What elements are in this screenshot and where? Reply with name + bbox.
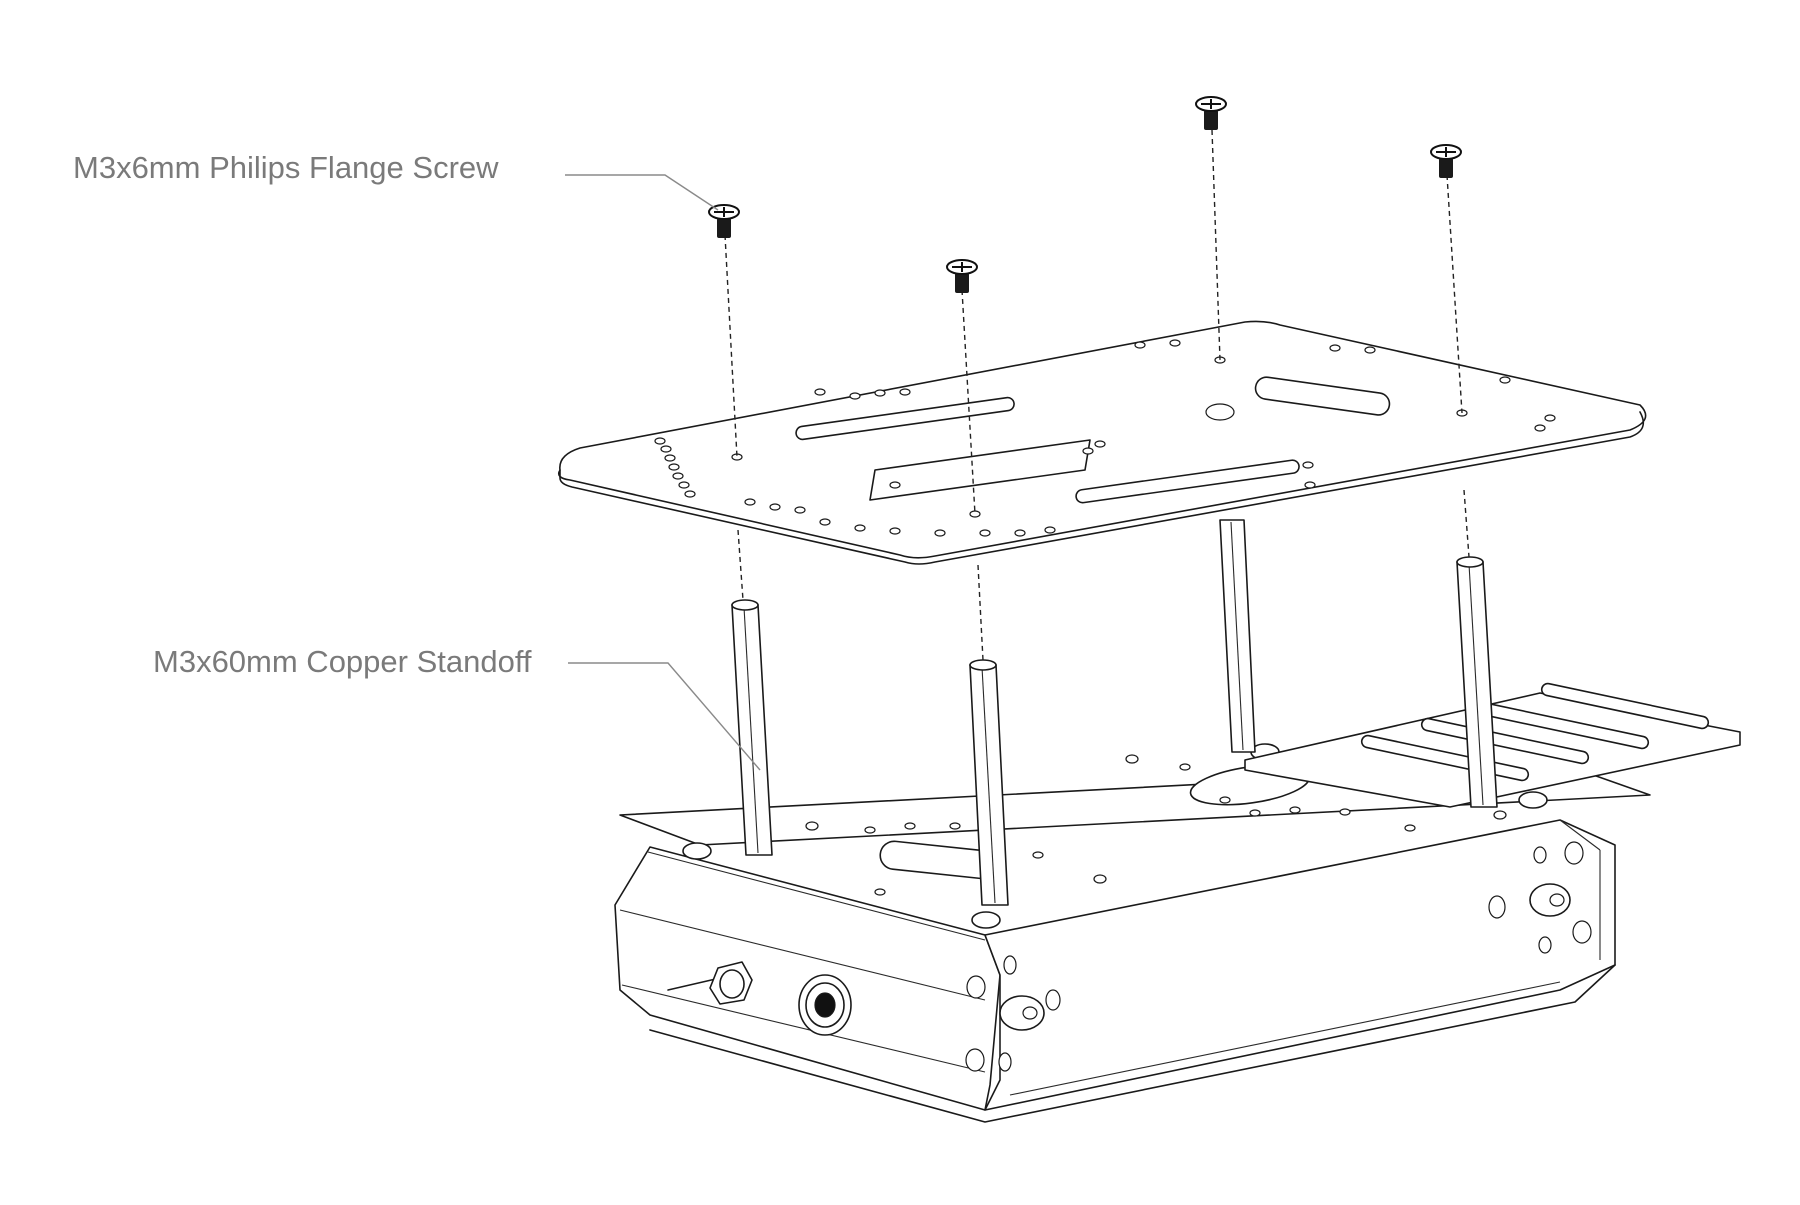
screw-callout-label: M3x6mm Philips Flange Screw xyxy=(73,150,499,185)
motor-mount-right xyxy=(1488,841,1592,954)
flange-screws xyxy=(708,96,1462,293)
standoff-leader-line xyxy=(568,662,761,771)
plate-slot-3 xyxy=(1254,376,1391,416)
top-plate-surface xyxy=(557,320,1647,559)
plate-slot-1 xyxy=(795,396,1015,441)
screw-2-icon xyxy=(946,259,978,293)
screw-4-icon xyxy=(1430,144,1462,178)
power-jack xyxy=(798,974,852,1036)
screw-leader-line xyxy=(565,174,719,211)
motor-mount-left xyxy=(965,955,1061,1072)
standoff-rear-right xyxy=(1456,556,1498,808)
standoff-rear-left xyxy=(1219,519,1256,753)
top-plate xyxy=(557,320,1647,565)
alignment-lines xyxy=(724,129,1470,661)
standoff-callout-label: M3x60mm Copper Standoff xyxy=(153,644,532,679)
screw-1-icon xyxy=(708,204,740,238)
chassis-front-face xyxy=(614,846,1001,1111)
plate-holes xyxy=(654,339,1556,537)
screw-3-icon xyxy=(1195,96,1227,130)
leader-lines xyxy=(565,174,761,771)
plate-window xyxy=(869,439,1091,501)
chassis-holes xyxy=(805,754,1507,896)
plate-slot-2 xyxy=(1075,459,1300,504)
standoff-front-left xyxy=(731,599,773,856)
copper-standoffs xyxy=(731,519,1498,906)
chassis-side-face xyxy=(984,819,1616,1111)
standoff-front-right xyxy=(969,659,1009,906)
toggle-switch xyxy=(667,961,753,1005)
